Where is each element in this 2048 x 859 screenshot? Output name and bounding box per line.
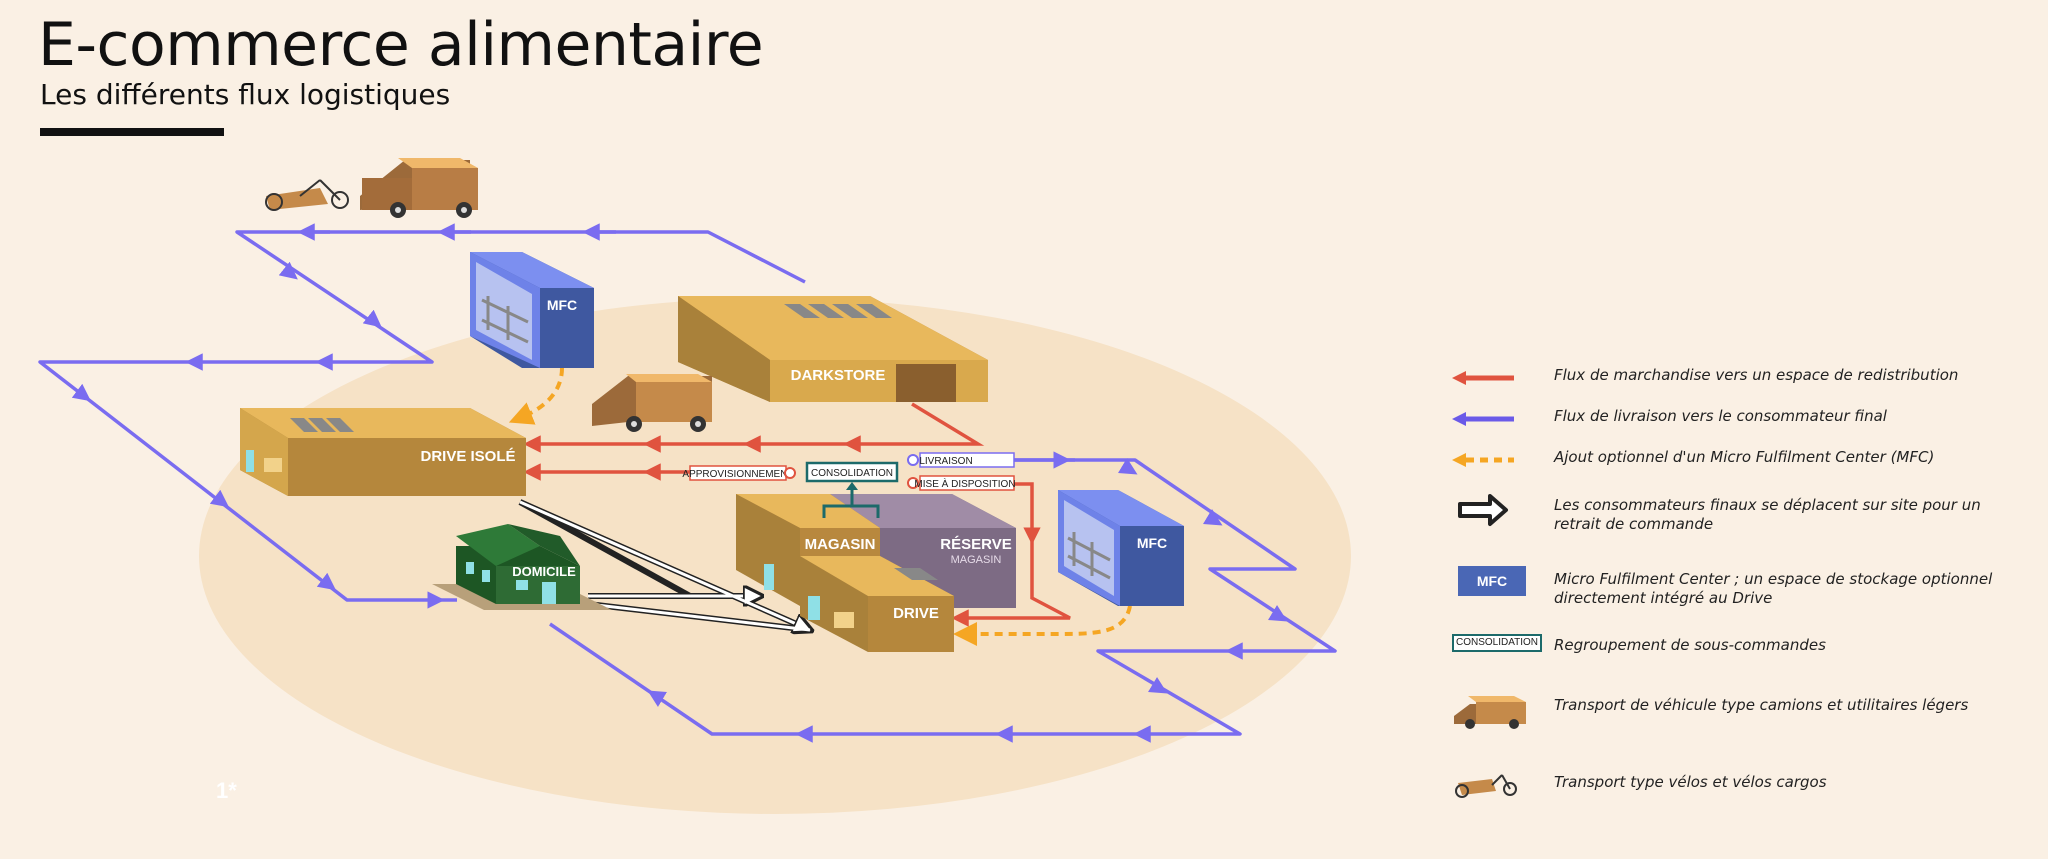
logistics-diagram: MFC DARKSTORE DRIVE ISOLÉ [38, 158, 1351, 814]
mfc-right-building: MFC [1058, 490, 1184, 606]
mfc-top-building: MFC [470, 252, 594, 368]
legend-item: CONSOLIDATION Regroupement de sous-comma… [1448, 630, 2028, 670]
legend-item: Transport de véhicule type camions et ut… [1448, 690, 2028, 730]
mfc-optional-flows [508, 367, 1132, 646]
domicile-label: DOMICILE [512, 564, 576, 579]
mfc-box-icon: MFC [1448, 564, 1548, 604]
mfc-top-label: MFC [547, 297, 577, 313]
outline-arrow-icon [1458, 494, 1508, 526]
mise-a-disposition-tag: MISE À DISPOSITION [914, 477, 1015, 490]
truck-top-icon [360, 158, 478, 218]
darkstore-label: DARKSTORE [791, 367, 886, 384]
drive-label: DRIVE [893, 605, 939, 622]
legend-item: Flux de livraison vers le consommateur f… [1448, 401, 2028, 441]
livraison-tag: LIVRAISON [919, 456, 972, 467]
magasin-label: MAGASIN [805, 536, 876, 553]
cargo-bike-top-icon [265, 179, 349, 211]
darkstore-building: DARKSTORE [678, 296, 988, 402]
title-underline [40, 128, 224, 136]
store-complex: MAGASIN RÉSERVE MAGASIN DRIVE [736, 494, 1016, 652]
consolidation-box-icon: CONSOLIDATION [1448, 630, 1548, 670]
flow-tags: APPROVISIONNEMENT CONSOLIDATION LIVRAISO… [682, 452, 1016, 518]
truck-icon [1454, 696, 1526, 729]
legend-item: Les consommateurs finaux se déplacent su… [1448, 490, 2028, 533]
legend-item: MFC Micro Fulfilment Center ; un espace … [1448, 564, 2028, 607]
reserve-sub-label: MAGASIN [951, 554, 1002, 566]
truck-middle-icon [592, 374, 712, 432]
consolidation-tag: CONSOLIDATION [811, 468, 893, 479]
orange-dashed-arrow-icon [1452, 453, 1514, 467]
legend-item: Ajout optionnel d'un Micro Fulfilment Ce… [1448, 442, 2028, 482]
approvisionnement-tag: APPROVISIONNEMENT [682, 469, 793, 480]
page-subtitle: Les différents flux logistiques [40, 78, 451, 111]
reserve-label: RÉSERVE [940, 536, 1011, 553]
drive-isole-building: DRIVE ISOLÉ [240, 408, 526, 496]
delivery-loop [38, 223, 1337, 743]
page-title: E-commerce alimentaire [38, 10, 764, 80]
drive-isole-label: DRIVE ISOLÉ [420, 448, 515, 465]
cargo-bike-icon [1455, 774, 1517, 798]
corner-mark: 1* [216, 778, 237, 803]
legend-item: Flux de marchandise vers un espace de re… [1448, 360, 2028, 400]
legend-item: Transport type vélos et vélos cargos [1448, 767, 2028, 807]
purple-arrow-icon [1452, 412, 1514, 426]
red-arrow-icon [1452, 371, 1514, 385]
domicile-building: DOMICILE [432, 524, 612, 610]
mfc-right-label: MFC [1137, 535, 1167, 551]
